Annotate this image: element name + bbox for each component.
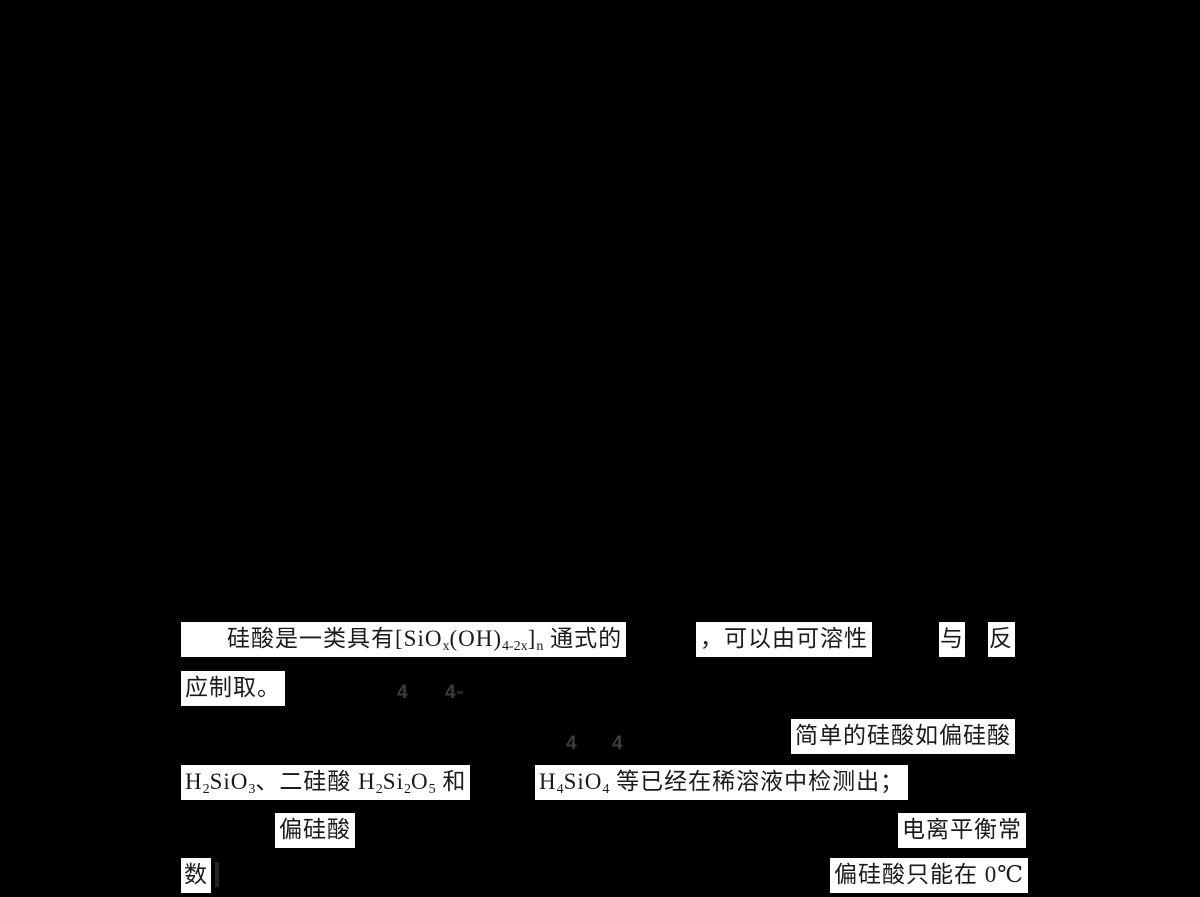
faint-subscript-4: 4 — [566, 733, 577, 754]
faint-stroke-remnant — [457, 691, 463, 694]
text-fragment-orthosilicic-formula: H4SiO4 等已经在稀溶液中检测出； — [535, 765, 909, 800]
text-fragment-formula-intro: 硅酸是一类具有[SiOx(OH)4-2x]n 通式的 — [181, 622, 627, 657]
text-fragment-prepare: 应制取。 — [181, 671, 285, 706]
text-fragment-only-at-zero: 偏硅酸只能在 0℃ — [830, 858, 1028, 893]
faint-subscript-4: 4 — [445, 682, 456, 703]
text-fragment-metasilicic-formula: H2SiO3、二硅酸 H2Si2O5 和 — [181, 765, 471, 800]
text-fragment-simple-acids: 简单的硅酸如偏硅酸 — [791, 719, 1015, 754]
text-fragment-with: 与 — [939, 622, 965, 657]
text-fragment-metasilicic-label: 偏硅酸 — [275, 813, 355, 848]
text-fragment-ionization-constant: 电离平衡常 — [898, 813, 1026, 848]
faint-subscript-4: 4 — [397, 682, 408, 703]
text-fragment-number: 数 — [181, 858, 211, 893]
faint-subscript-4: 4 — [612, 733, 623, 754]
text-fragment-react: 反 — [988, 622, 1015, 657]
text-fragment-soluble: ，可以由可溶性 — [696, 622, 872, 657]
clipped-char-remnant — [215, 862, 219, 887]
